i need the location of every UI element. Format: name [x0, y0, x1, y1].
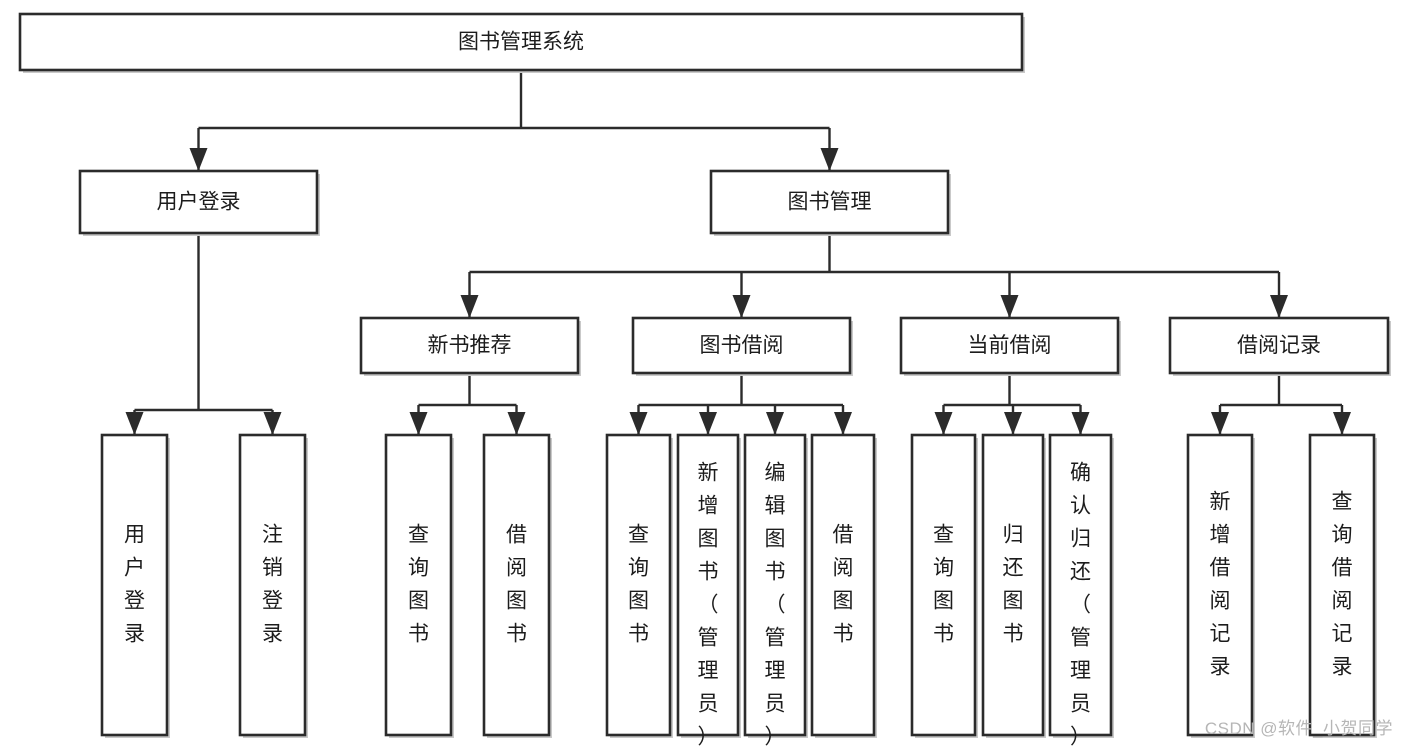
arrow-head-icon	[699, 412, 717, 435]
arrow-head-icon	[507, 412, 526, 435]
node-label: 查询借阅记录	[1332, 490, 1353, 678]
node-borrow-borrow-book[interactable]: 借阅图书	[810, 433, 877, 738]
node-record-add[interactable]: 新增借阅记录	[1186, 433, 1255, 738]
node-book-manage[interactable]: 图书管理	[709, 169, 951, 236]
node-borrow-record[interactable]: 借阅记录	[1168, 316, 1391, 376]
node-user-login-logout[interactable]: 注销登录	[238, 433, 308, 738]
node-label: 图书管理	[788, 191, 872, 214]
arrow-head-icon	[125, 412, 144, 435]
node-label: 查询图书	[628, 523, 649, 645]
node-box[interactable]	[78, 169, 319, 235]
node-current-borrow[interactable]: 当前借阅	[899, 316, 1121, 376]
node-box[interactable]	[1168, 316, 1390, 375]
arrow-head-icon	[1000, 295, 1019, 318]
node-current-return-book[interactable]: 归还图书	[981, 433, 1046, 738]
node-box[interactable]	[631, 316, 852, 375]
node-box[interactable]	[981, 433, 1045, 737]
arrow-head-icon	[1211, 412, 1229, 435]
arrow-head-icon	[1071, 412, 1090, 435]
node-borrow-edit-book[interactable]: 编辑图书（管理员）	[743, 433, 808, 747]
node-label: 图书管理系统	[458, 31, 584, 54]
node-current-query-book[interactable]: 查询图书	[910, 433, 978, 738]
node-box[interactable]	[899, 316, 1120, 375]
node-label: 借阅图书	[506, 523, 527, 645]
node-box[interactable]	[605, 433, 672, 737]
arrow-head-icon	[629, 412, 648, 435]
node-box[interactable]	[1308, 433, 1376, 737]
arrow-head-icon	[820, 148, 839, 171]
node-user-login-login[interactable]: 用户登录	[100, 433, 170, 738]
node-record-query[interactable]: 查询借阅记录	[1308, 433, 1377, 738]
node-label: 编辑图书（管理员）	[765, 461, 786, 747]
arrow-head-icon	[934, 412, 953, 435]
node-book-borrow[interactable]: 图书借阅	[631, 316, 853, 376]
node-box[interactable]	[384, 433, 453, 737]
node-box[interactable]	[709, 169, 950, 235]
arrow-head-icon	[1004, 412, 1022, 435]
arrow-head-icon	[189, 148, 208, 171]
node-label: 新书推荐	[428, 334, 512, 357]
node-borrow-query-book[interactable]: 查询图书	[605, 433, 673, 738]
arrow-head-icon	[1270, 295, 1288, 318]
node-label: 查询图书	[933, 523, 954, 645]
node-box[interactable]	[1048, 433, 1113, 737]
node-user-login[interactable]: 用户登录	[78, 169, 320, 236]
node-label: 当前借阅	[968, 334, 1052, 357]
node-box[interactable]	[100, 433, 169, 737]
node-label: 借阅记录	[1237, 334, 1321, 357]
node-borrow-add-book[interactable]: 新增图书（管理员）	[676, 433, 741, 747]
arrow-head-icon	[732, 295, 751, 318]
node-label: 查询图书	[408, 523, 429, 645]
node-box[interactable]	[238, 433, 307, 737]
node-new-book-recommend[interactable]: 新书推荐	[359, 316, 581, 376]
node-label: 图书借阅	[700, 334, 784, 357]
node-box[interactable]	[810, 433, 876, 737]
node-box[interactable]	[482, 433, 551, 737]
node-layer: 图书管理系统用户登录图书管理用户登录注销登录新书推荐图书借阅当前借阅借阅记录查询…	[18, 12, 1391, 747]
node-label: 新增图书（管理员）	[698, 461, 719, 747]
arrow-head-icon	[460, 295, 479, 318]
node-recommend-borrow-book[interactable]: 借阅图书	[482, 433, 552, 738]
arrow-head-icon	[834, 412, 852, 435]
node-label: 借阅图书	[833, 523, 854, 645]
node-label: 用户登录	[157, 191, 241, 214]
node-label: 确认归还（管理员）	[1070, 461, 1091, 747]
arrow-head-icon	[409, 412, 428, 435]
node-label: 归还图书	[1003, 523, 1024, 645]
node-root[interactable]: 图书管理系统	[18, 12, 1025, 73]
node-box[interactable]	[910, 433, 977, 737]
arrow-head-icon	[766, 412, 784, 435]
node-box[interactable]	[359, 316, 580, 375]
node-box[interactable]	[18, 12, 1024, 72]
node-label: 用户登录	[124, 523, 145, 645]
node-label: 注销登录	[262, 523, 283, 645]
node-recommend-query-book[interactable]: 查询图书	[384, 433, 454, 738]
node-box[interactable]	[743, 433, 807, 737]
edge-layer	[125, 70, 1351, 435]
node-box[interactable]	[1186, 433, 1254, 737]
watermark-text: CSDN @软件_小贺同学	[1204, 719, 1393, 738]
node-current-confirm-return[interactable]: 确认归还（管理员）	[1048, 433, 1114, 747]
node-label: 新增借阅记录	[1210, 490, 1231, 678]
node-box[interactable]	[676, 433, 740, 737]
arrow-head-icon	[263, 412, 282, 435]
arrow-head-icon	[1333, 412, 1351, 435]
